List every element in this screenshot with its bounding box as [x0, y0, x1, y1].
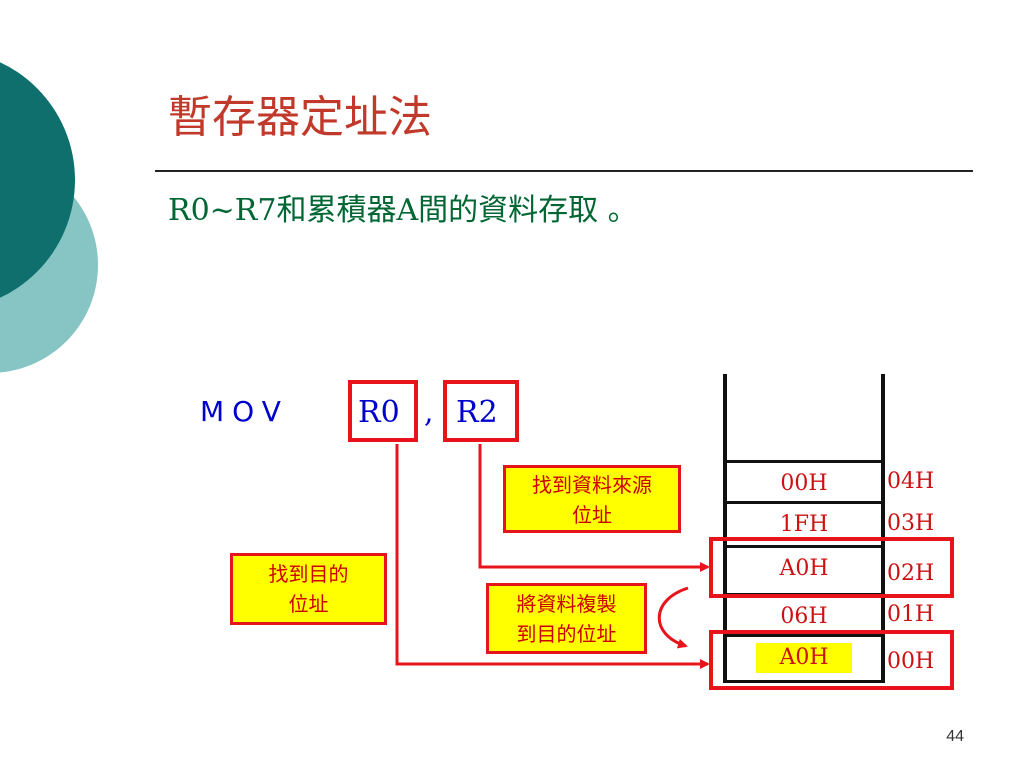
- source-row-highlight: [709, 537, 954, 598]
- dark-teal-circle: [0, 62, 75, 298]
- memory-cell: A0H: [727, 634, 881, 683]
- slide-title: 暫存器定址法: [168, 92, 432, 143]
- callout-line: 位址: [288, 592, 329, 616]
- memory-column: 00H 1FH A0H 06H A0H: [723, 374, 885, 683]
- callout-line: 找到資料來源: [532, 473, 652, 497]
- find-dest-callout: 找到目的 位址: [230, 553, 387, 625]
- instruction-separator: ,: [424, 395, 434, 430]
- memory-address: 00H: [887, 649, 935, 674]
- memory-cell: 00H: [727, 460, 881, 501]
- decorative-circles: [0, 62, 98, 373]
- dest-register: R0: [358, 395, 400, 430]
- source-register-box: [443, 380, 519, 442]
- memory-cell: 1FH: [727, 501, 881, 542]
- memory-cell: 06H: [727, 593, 881, 634]
- memory-value: 00H: [780, 471, 828, 496]
- callout-line: 將資料複製: [516, 592, 617, 616]
- callout-line: 找到目的: [268, 562, 349, 586]
- memory-value: 06H: [780, 604, 828, 629]
- source-pointer-line: [478, 444, 710, 572]
- copy-data-callout: 將資料複製 到目的位址: [486, 583, 647, 654]
- dest-register-box: [348, 380, 418, 442]
- memory-address: 03H: [887, 511, 935, 536]
- find-source-callout: 找到資料來源 位址: [503, 465, 681, 533]
- memory-address: 02H: [887, 561, 935, 586]
- dest-pointer-line: [395, 444, 710, 669]
- memory-address: 04H: [887, 469, 935, 494]
- callout-line: 到目的位址: [516, 622, 617, 646]
- page-number: 44: [946, 728, 964, 745]
- title-divider: [155, 170, 973, 172]
- memory-value-highlighted: A0H: [756, 643, 852, 673]
- instruction-mnemonic: MOV: [200, 395, 289, 428]
- memory-cell: A0H: [727, 545, 881, 586]
- memory-value: 1FH: [779, 512, 829, 537]
- source-register: R2: [456, 395, 498, 430]
- memory-address: 01H: [887, 602, 935, 627]
- dest-row-highlight: [709, 630, 954, 690]
- callout-line: 位址: [572, 503, 612, 527]
- copy-curve-arrow: [657, 586, 689, 649]
- slide-subtitle: R0~R7和累積器A間的資料存取 。: [168, 193, 638, 228]
- memory-value: A0H: [779, 556, 829, 581]
